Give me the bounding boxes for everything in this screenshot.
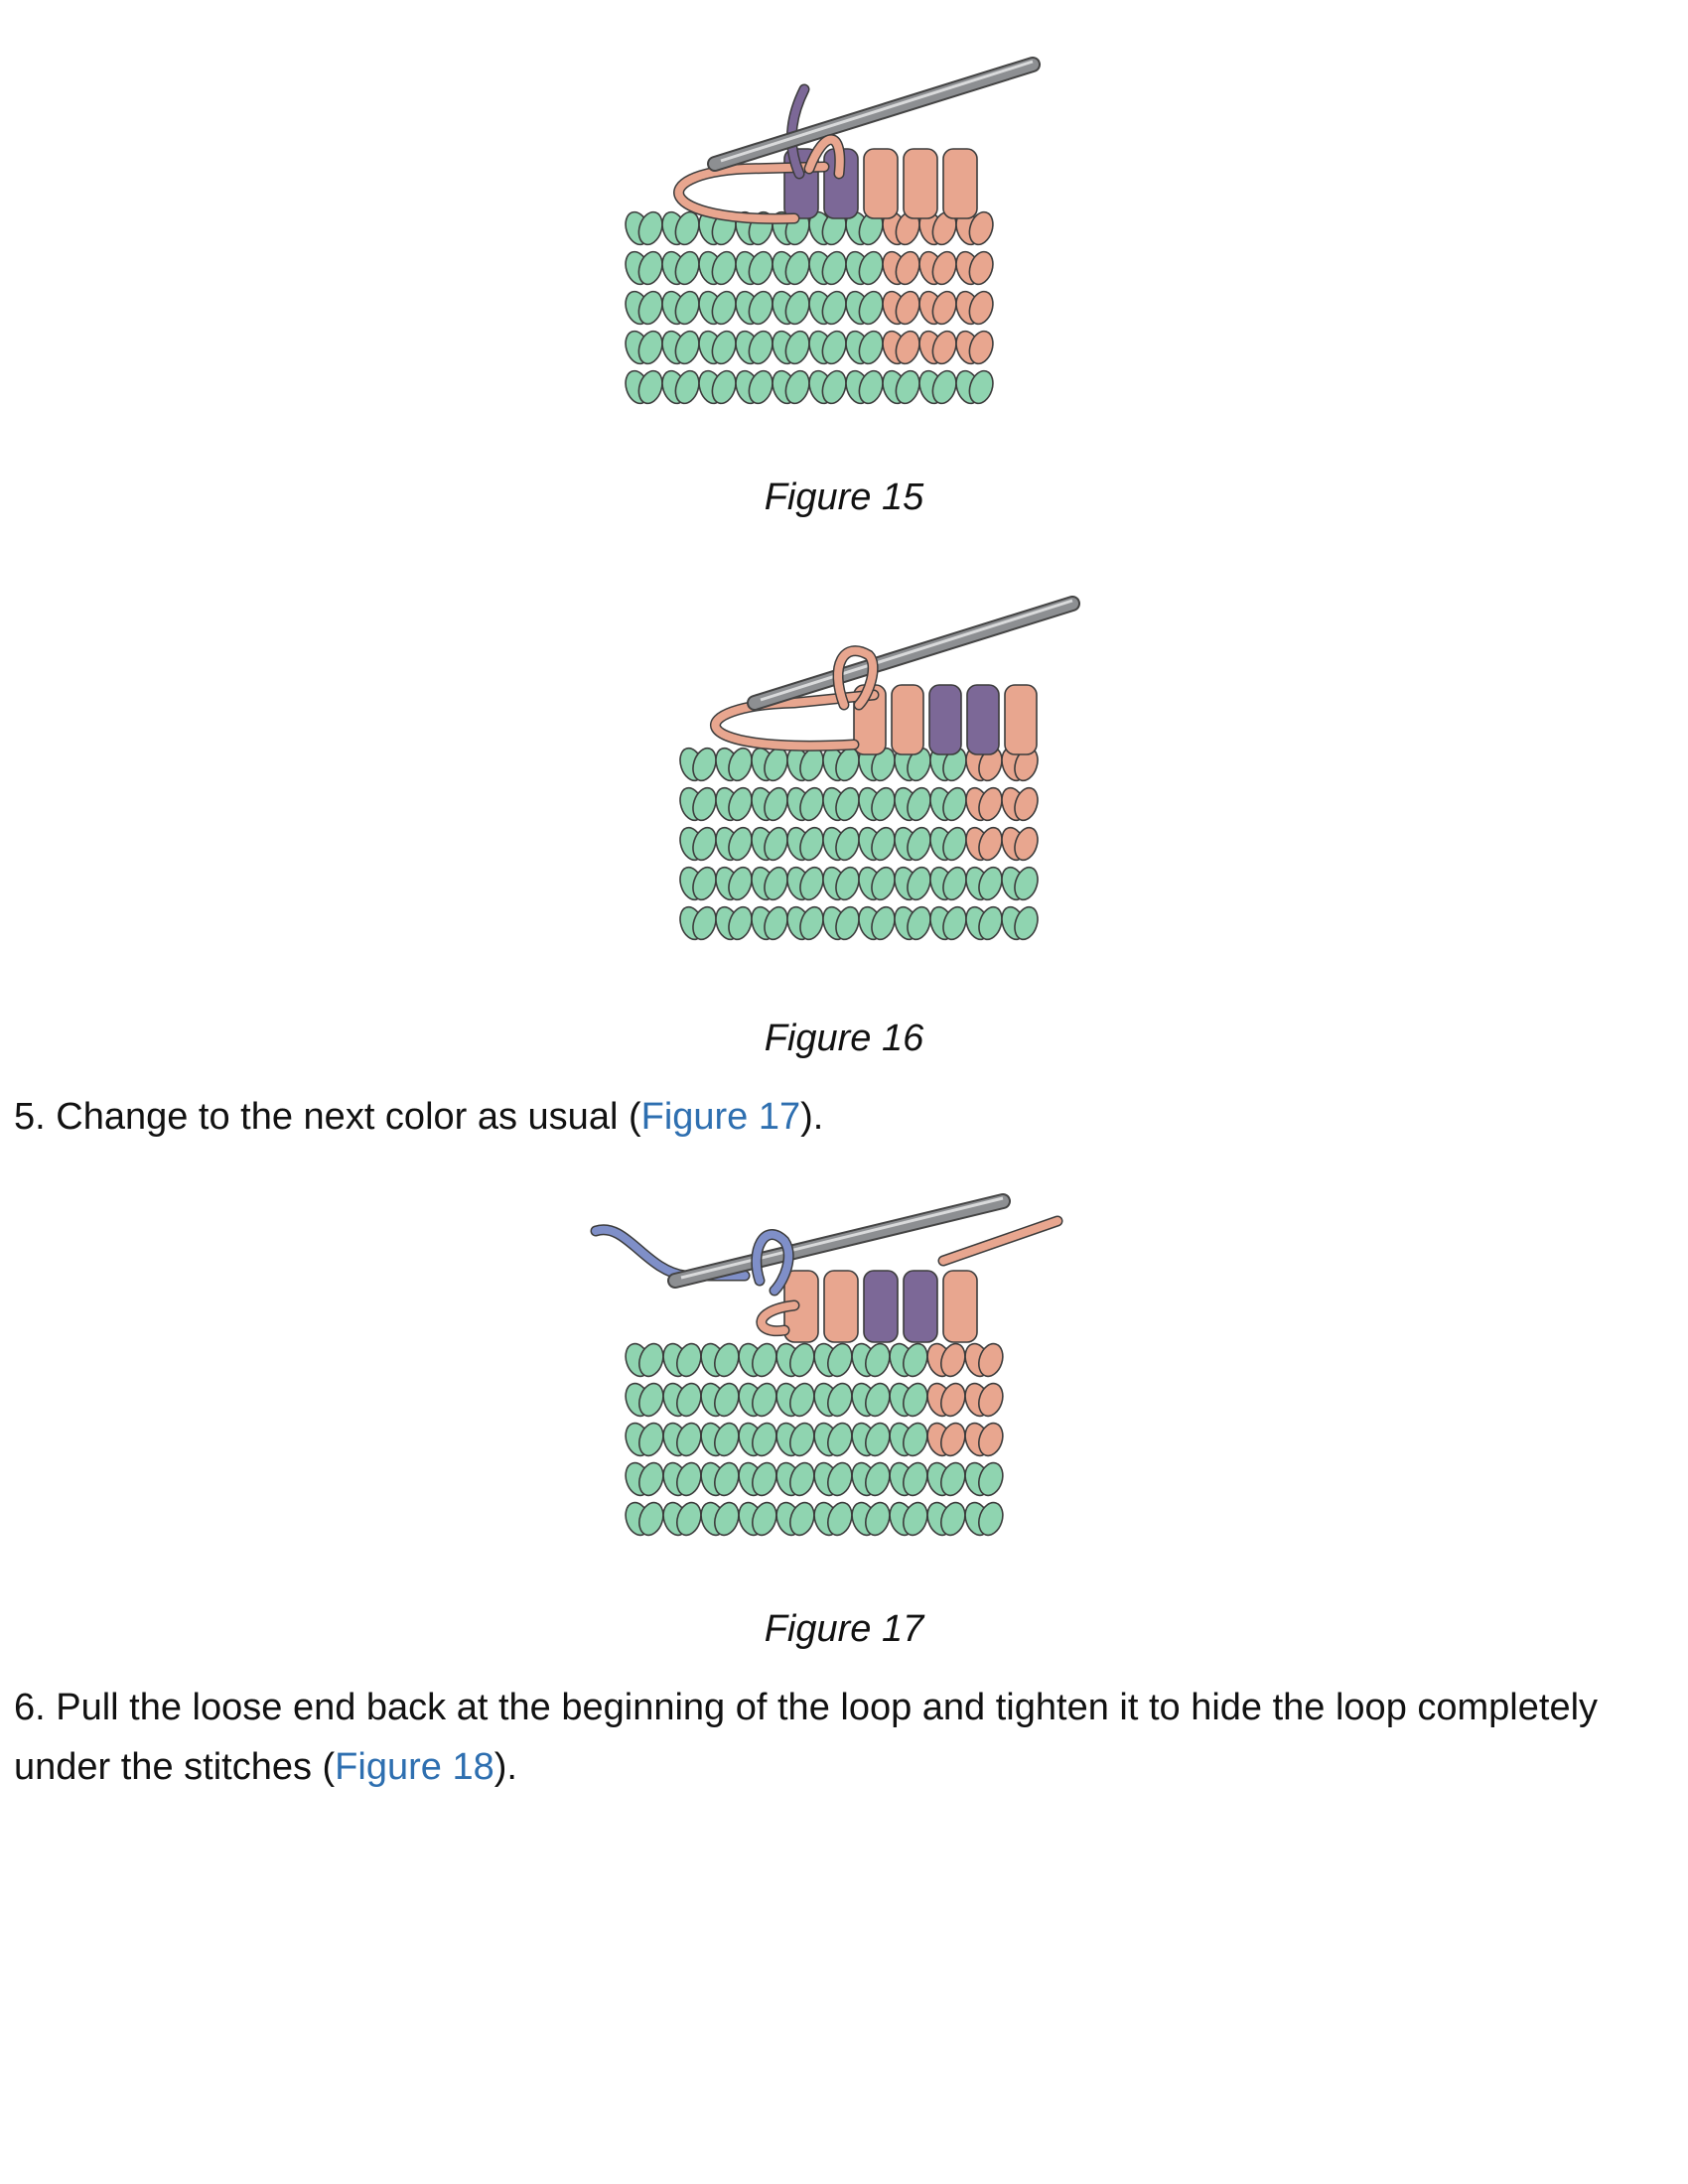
- figure-16-illustration: [655, 596, 1092, 983]
- step-5-text: 5. Change to the next color as usual (Fi…: [14, 1096, 824, 1138]
- crochet-hook-color-change-icon: [590, 1193, 1063, 1537]
- figure-15-caption: Figure 15: [764, 477, 924, 518]
- step-6-text: 6. Pull the loose end back at the beginn…: [14, 1687, 1599, 1788]
- crochet-hook-color-change-icon: [679, 596, 1080, 941]
- figure-15-illustration: [596, 50, 1053, 447]
- figure-16-caption: Figure 16: [764, 1018, 924, 1059]
- figure-17-link[interactable]: Figure 17: [640, 1096, 801, 1138]
- crochet-hook-color-change-icon: [625, 57, 1041, 405]
- figure-17-illustration: [586, 1181, 1102, 1578]
- figure-17-caption: Figure 17: [764, 1608, 924, 1650]
- figure-18-link[interactable]: Figure 18: [335, 1746, 494, 1788]
